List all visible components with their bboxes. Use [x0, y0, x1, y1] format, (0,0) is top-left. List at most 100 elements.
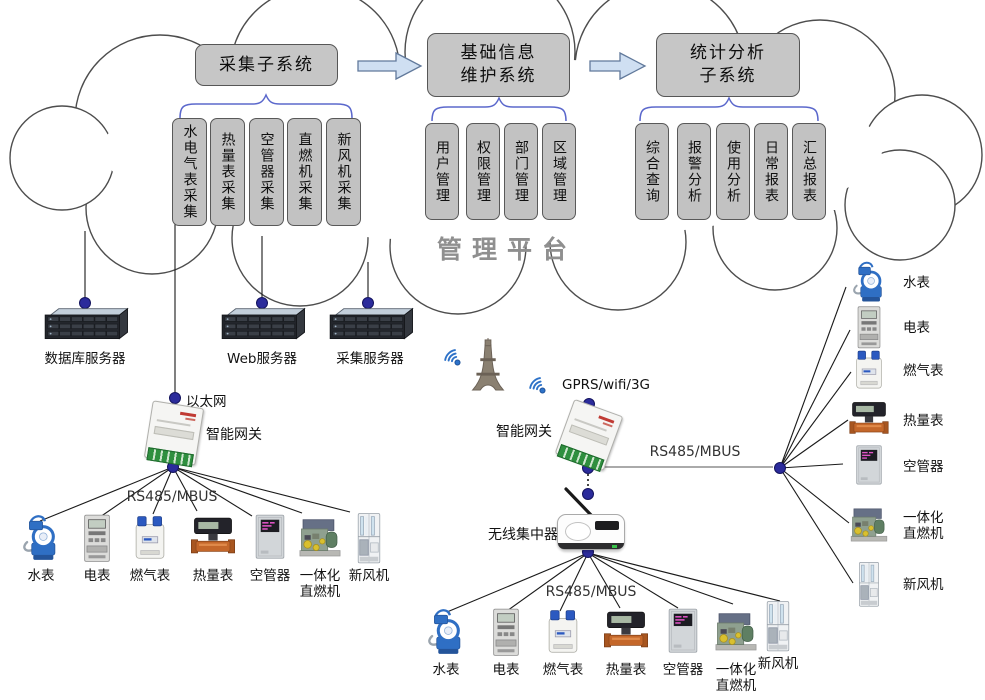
device-label: 热量表 [903, 412, 944, 429]
device-fresh-air-unit: 新风机 [341, 512, 397, 584]
subsystem-title: 采集子系统 [219, 54, 314, 75]
server-label: Web服务器 [227, 351, 297, 367]
device-gas-meter: 燃气表 [122, 512, 178, 584]
device-electric-meter: 电表 [847, 304, 930, 352]
device-heat-meter: 热量表 [847, 397, 944, 445]
device-label: 新风机 [757, 656, 799, 672]
server-collection: 采集服务器 [310, 306, 430, 367]
rack-server-icon [37, 306, 133, 344]
module-box: 汇总报表 [792, 123, 826, 220]
brace [179, 93, 819, 122]
subsystem-title-line1: 统计分析 [690, 43, 766, 64]
device-label: 一体化直燃机 [715, 662, 757, 695]
wifi-signal-icon [438, 343, 464, 369]
device-label: 水表 [432, 662, 460, 678]
gateway-label: 智能网关 [206, 427, 262, 443]
heat-meter-icon [189, 512, 237, 566]
wifi-signal-icon [523, 371, 549, 397]
module-box: 新风机采集 [326, 118, 361, 226]
device-gas-meter: 燃气表 [535, 606, 591, 678]
gas-meter-icon [539, 606, 587, 660]
heat-meter-icon [602, 606, 650, 660]
device-label: 一体化直燃机 [903, 509, 944, 542]
device-air-duct-controller: 空管器 [655, 606, 711, 678]
device-label: 燃气表 [129, 568, 171, 584]
device-water-meter: 水表 [418, 606, 474, 678]
subsystem-title-line1: 基础信息 [460, 43, 537, 64]
electric-meter-icon [482, 606, 530, 660]
module-box: 用户管理 [425, 123, 459, 220]
subsystem-box-statistics: 统计分析 子系统 [656, 33, 800, 97]
module-box: 日常报表 [754, 123, 788, 220]
subsystem-title-line2: 维护系统 [460, 66, 537, 86]
fresh-air-unit-icon [754, 600, 802, 654]
fresh-air-unit-icon [345, 512, 393, 566]
rack-server-icon [322, 306, 418, 344]
wireless-concentrator-icon [557, 514, 625, 550]
device-label: 热量表 [192, 568, 234, 584]
server-web: Web服务器 [202, 306, 322, 367]
device-label: 一体化直燃机 [299, 568, 341, 601]
server-label: 采集服务器 [336, 351, 404, 367]
ethernet-label: 以太网 [186, 394, 227, 410]
module-box: 权限管理 [466, 123, 500, 220]
wireless-protocol-label: GPRS/wifi/3G [562, 377, 650, 393]
device-heat-meter: 热量表 [598, 606, 654, 678]
electric-meter-icon [847, 304, 891, 352]
subsystem-box-base-info: 基础信息 维护系统 [427, 33, 570, 97]
device-label: 电表 [903, 319, 930, 336]
device-integrated-burner: 一体化直燃机 [292, 512, 348, 600]
subsystem-box-collection: 采集子系统 [195, 44, 338, 86]
electric-meter-icon [73, 512, 121, 566]
device-integrated-burner: 一体化直燃机 [847, 502, 947, 550]
bus-label: RS485/MBUS [126, 489, 218, 505]
heat-meter-icon [847, 397, 891, 445]
device-air-duct-controller: 空管器 [242, 512, 298, 584]
telecom-tower-icon [468, 338, 508, 392]
bus-label: RS485/MBUS [545, 584, 637, 600]
module-box: 报警分析 [677, 123, 711, 220]
server-database: 数据库服务器 [25, 306, 145, 367]
device-electric-meter: 电表 [478, 606, 534, 678]
gateway-logo [179, 411, 197, 418]
device-label: 燃气表 [903, 362, 944, 379]
device-fresh-air-unit: 新风机 [750, 600, 806, 672]
device-label: 空管器 [249, 568, 291, 584]
gas-meter-icon [847, 347, 891, 395]
status-led [612, 545, 617, 548]
module-box: 综合查询 [635, 123, 669, 220]
device-label: 燃气表 [542, 662, 584, 678]
device-fresh-air-unit: 新风机 [847, 561, 944, 609]
server-label: 数据库服务器 [44, 351, 126, 367]
device-label: 水表 [27, 568, 55, 584]
device-heat-meter: 热量表 [185, 512, 241, 584]
device-label: 空管器 [662, 662, 704, 678]
device-air-duct-controller: 空管器 [847, 443, 944, 491]
bus-label: RS485/MBUS [649, 444, 741, 460]
device-label: 热量表 [605, 662, 647, 678]
subsystem-title-line2: 子系统 [699, 66, 757, 86]
module-box: 使用分析 [716, 123, 750, 220]
device-label: 新风机 [348, 568, 390, 584]
fresh-air-unit-icon [847, 561, 891, 609]
device-label: 电表 [83, 568, 111, 584]
module-box: 热量表采集 [210, 118, 245, 226]
device-label: 电表 [492, 662, 520, 678]
module-box: 空管器采集 [249, 118, 284, 226]
gas-meter-icon [126, 512, 174, 566]
device-label: 水表 [903, 274, 930, 291]
smart-gateway-icon [143, 400, 205, 468]
rack-server-icon [214, 306, 310, 344]
module-box: 区域管理 [542, 123, 576, 220]
concentrator-label: 无线集中器 [488, 527, 558, 543]
flow-arrow-icon [357, 51, 647, 81]
module-box: 水电气表采集 [172, 118, 207, 226]
device-water-meter: 水表 [13, 512, 69, 584]
device-electric-meter: 电表 [69, 512, 125, 584]
module-box: 直燃机采集 [287, 118, 322, 226]
device-gas-meter: 燃气表 [847, 347, 944, 395]
integrated-burner-icon [296, 512, 344, 566]
device-water-meter: 水表 [847, 259, 930, 307]
device-integrated-burner: 一体化直燃机 [708, 606, 764, 694]
